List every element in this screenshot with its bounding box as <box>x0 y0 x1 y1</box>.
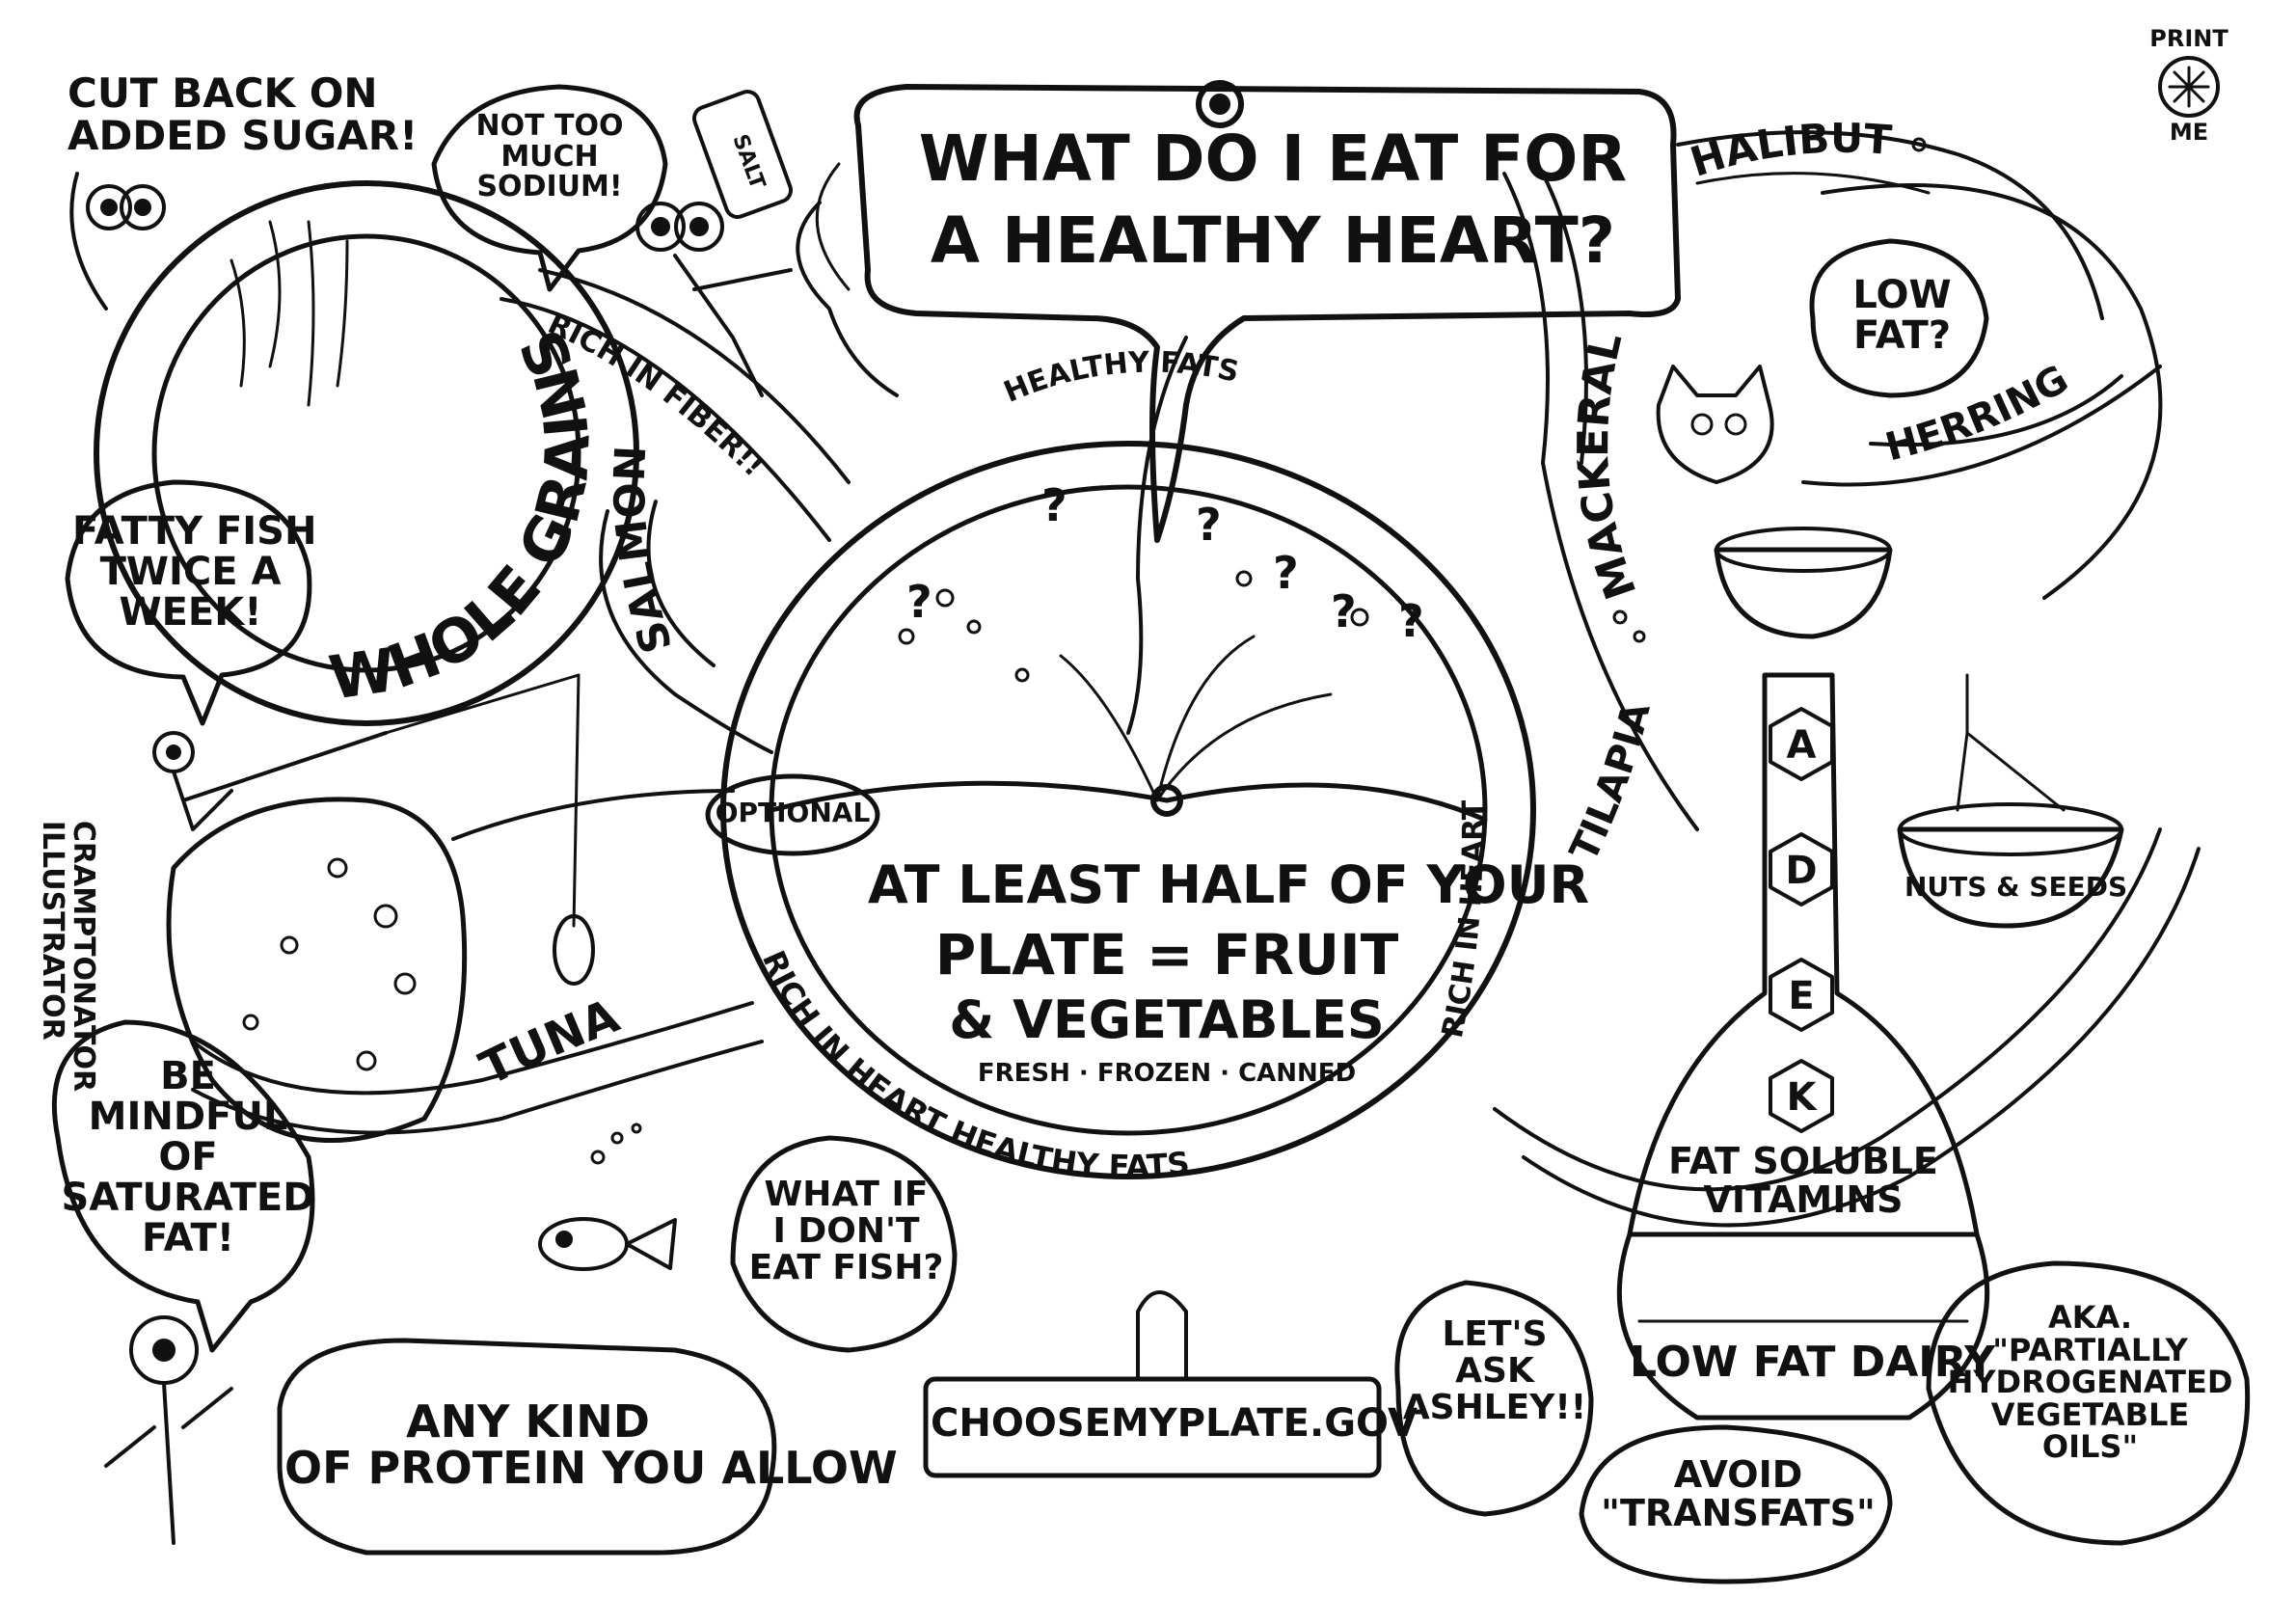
aka-text: AKA. "PARTIALLY HYDROGENATED VEGETABLE O… <box>1947 1299 2233 1466</box>
plate-sub: FRESH · FROZEN · CANNED <box>977 1059 1357 1088</box>
halibut-label: HALIBUT <box>1685 115 1893 186</box>
avoid-text: AVOID "TRANSFATS" <box>1601 1453 1876 1534</box>
svg-text:HEALTHY FATS: HEALTHY FATS <box>999 345 1242 409</box>
avoid-bubble <box>1579 1424 1893 1584</box>
svg-text:?: ? <box>1331 585 1357 637</box>
svg-text:MACKERAL: MACKERAL <box>1569 328 1646 605</box>
print-me-badge <box>2158 56 2220 118</box>
low-fat-bubble <box>1809 238 1989 398</box>
mackeral-label: MACKERAL <box>1569 328 1646 605</box>
mindful-bubble <box>51 1019 315 1353</box>
herring-label: HERRING <box>1881 357 2076 470</box>
what-if-text: WHAT IF I DON'T EAT FISH? <box>748 1175 944 1287</box>
lets-ask-text: LET'S ASK ASHLEY!! <box>1402 1314 1587 1427</box>
cut-back-note: CUT BACK ON ADDED SUGAR! <box>68 69 419 160</box>
illustrator-credit: CRAMPTONATOR ILLUSTRATOR <box>36 820 101 1093</box>
plate-main-line-1: AT LEAST HALF OF YOUR <box>868 854 1590 915</box>
bread-blob <box>166 797 468 1143</box>
vitamin-k: K <box>1787 1075 1819 1120</box>
fatty-fish-text: FATTY FISH TWICE A WEEK! <box>72 509 317 635</box>
nuts-seeds-label: NUTS & SEEDS <box>1904 871 2128 903</box>
whole-grains-label: WHOLE GRAINS <box>325 319 604 714</box>
fatty-fish-bubble <box>65 479 312 726</box>
svg-text:?: ? <box>906 576 932 628</box>
plate-rim <box>720 441 1536 1179</box>
svg-text:?: ? <box>1041 479 1067 531</box>
lets-ask-bubble <box>1394 1280 1594 1517</box>
what-if-bubble <box>730 1135 958 1353</box>
protein-text: ANY KIND OF PROTEIN YOU ALLOW <box>284 1395 898 1495</box>
protein-bubble <box>277 1338 777 1556</box>
svg-text:TUNA: TUNA <box>472 989 626 1096</box>
vitamin-e: E <box>1788 974 1814 1018</box>
rim-top-label: HEALTHY FATS <box>999 345 1242 409</box>
salt-label: SALT <box>727 131 769 192</box>
choose-sign <box>923 1376 1382 1478</box>
plate-main-line-3: & VEGETABLES <box>949 989 1385 1050</box>
print-label: PRINT <box>2149 25 2228 52</box>
title-line-1: WHAT DO I EAT FOR <box>918 122 1628 196</box>
tilapia-label: TILAPIA <box>1562 698 1660 869</box>
svg-text:?: ? <box>1196 499 1222 551</box>
svg-text:HALIBUT: HALIBUT <box>1685 115 1893 186</box>
sodium-text: NOT TOO MUCH SODIUM! <box>475 109 624 203</box>
optional-label: OPTIONAL <box>715 797 871 828</box>
svg-text:TILAPIA: TILAPIA <box>1562 698 1660 869</box>
choose-my-plate-link[interactable]: CHOOSEMYPLATE.GOV <box>931 1401 1418 1446</box>
low-fat-text: LOW FAT? <box>1852 273 1952 358</box>
title-bubble <box>853 84 1681 543</box>
low-fat-dairy-label: LOW FAT DAIRY <box>1630 1338 1995 1387</box>
svg-text:?: ? <box>1398 595 1424 647</box>
tuna-label: TUNA <box>472 989 626 1096</box>
title-line-2: A HEALTHY HEART? <box>930 203 1616 278</box>
nuts-bowl <box>1897 826 2124 929</box>
svg-text:?: ? <box>1273 547 1299 599</box>
optional-bubble <box>705 773 880 856</box>
whole-grains-ring <box>94 180 639 726</box>
svg-text:HERRING: HERRING <box>1881 357 2076 470</box>
sodium-bubble <box>431 84 668 292</box>
svg-text:WHOLE GRAINS: WHOLE GRAINS <box>325 319 604 714</box>
plate-main-line-2: PLATE = FRUIT <box>934 922 1399 988</box>
vitamin-d: D <box>1785 849 1817 893</box>
me-label: ME <box>2169 119 2209 146</box>
vitamin-a: A <box>1787 723 1817 768</box>
aka-bubble <box>1926 1260 2251 1546</box>
mindful-text: BE MINDFUL OF SATURATED FAT! <box>61 1054 315 1260</box>
fat-soluble-label: FAT SOLUBLE VITAMINS <box>1668 1140 1938 1221</box>
